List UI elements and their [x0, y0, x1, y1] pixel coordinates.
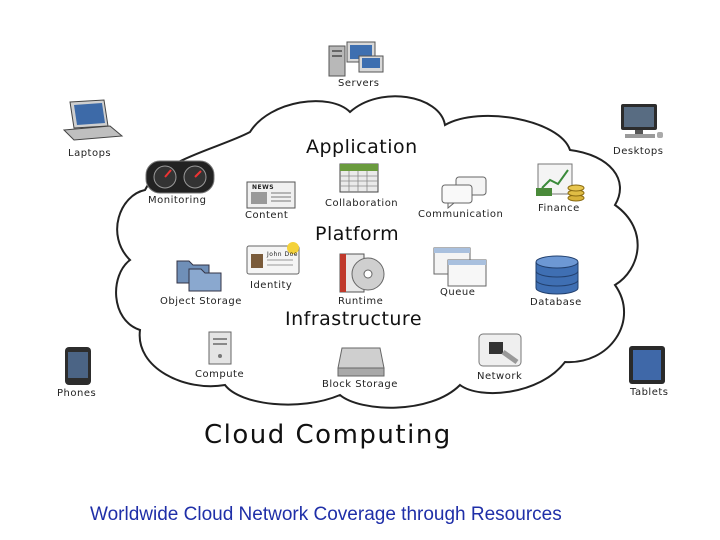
runtime-disc-icon — [339, 253, 385, 293]
block-storage-label: Block Storage — [322, 379, 398, 390]
phone-icon — [65, 347, 91, 385]
phones-label: Phones — [57, 388, 97, 399]
network-switch-icon — [478, 333, 522, 367]
object-storage-label: Object Storage — [160, 296, 242, 307]
collaboration-calendar-icon — [339, 163, 379, 193]
monitoring-gauge-icon — [145, 160, 215, 194]
servers-label: Servers — [338, 78, 380, 89]
identity-card-name: John Doe — [267, 251, 298, 258]
compute-tower-icon — [208, 331, 232, 365]
caption: Worldwide Cloud Network Coverage through… — [90, 504, 562, 525]
runtime-label: Runtime — [338, 296, 384, 307]
block-storage-drive-icon — [337, 347, 385, 377]
finance-chart-coins-icon — [536, 163, 585, 202]
object-storage-folders-icon — [176, 260, 222, 292]
communication-bubbles-icon — [441, 176, 487, 209]
desktop-icon — [621, 104, 663, 138]
database-cylinder-icon — [535, 255, 579, 295]
laptop-icon — [62, 99, 124, 141]
queue-label: Queue — [440, 287, 476, 298]
identity-label: Identity — [250, 280, 293, 291]
infrastructure-layer-title: Infrastructure — [285, 308, 423, 330]
finance-label: Finance — [538, 203, 580, 214]
desktops-label: Desktops — [613, 146, 664, 157]
database-label: Database — [530, 297, 582, 308]
diagram-title: Cloud Computing — [204, 420, 452, 450]
tablet-icon — [629, 346, 665, 384]
application-layer-title: Application — [306, 136, 418, 158]
platform-layer-title: Platform — [315, 223, 400, 245]
communication-label: Communication — [418, 209, 504, 220]
monitoring-label: Monitoring — [148, 195, 207, 206]
queue-windows-icon — [433, 247, 487, 287]
content-label: Content — [245, 210, 289, 221]
identity-card-icon — [246, 242, 300, 275]
content-newspaper-icon — [246, 181, 296, 209]
servers-icon — [328, 41, 384, 77]
network-label: Network — [477, 371, 523, 382]
tablets-label: Tablets — [630, 387, 669, 398]
collaboration-label: Collaboration — [325, 198, 399, 209]
compute-label: Compute — [195, 369, 245, 380]
news-label: NEWS — [252, 184, 275, 191]
laptops-label: Laptops — [68, 148, 112, 159]
